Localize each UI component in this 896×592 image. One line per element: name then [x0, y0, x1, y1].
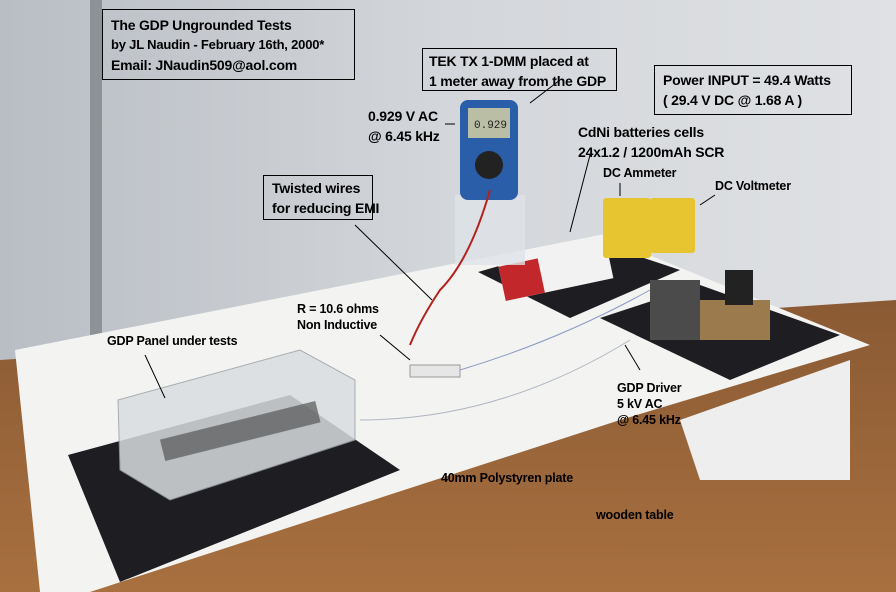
driver-line3: @ 6.45 kHz — [617, 413, 681, 427]
power-line1: Power INPUT = 49.4 Watts — [663, 72, 831, 88]
twisted-line2: for reducing EMI — [272, 200, 380, 216]
email-line: Email: JNaudin509@aol.com — [111, 57, 298, 73]
polystyrene-support — [680, 360, 850, 480]
gdp-panel-box — [117, 349, 356, 501]
pole — [90, 0, 102, 340]
table-label: wooden table — [596, 508, 674, 522]
driver-label: GDP Driver 5 kV AC @ 6.45 kHz — [617, 380, 682, 428]
twisted-wires-box: Twisted wires for reducing EMI — [263, 175, 380, 220]
title-box: The GDP Ungrounded Tests by JL Naudin - … — [102, 9, 355, 80]
frequency-reading: @ 6.45 kHz — [368, 128, 440, 144]
power-line2: ( 29.4 V DC @ 1.68 A ) — [663, 92, 802, 108]
wire — [459, 289, 651, 371]
resistor-line1: R = 10.6 ohms — [297, 302, 379, 316]
dmm-line2: 1 meter away from the GDP — [429, 73, 607, 89]
meters — [603, 198, 695, 258]
wire — [359, 339, 631, 421]
power-box: Power INPUT = 49.4 Watts ( 29.4 V DC @ 1… — [654, 65, 852, 115]
ammeter-label: DC Ammeter — [603, 166, 677, 180]
dmm-line1: TEK TX 1-DMM placed at — [429, 53, 589, 69]
driver-circuit — [650, 270, 770, 340]
twisted-wires — [409, 189, 491, 346]
resistor-line2: Non Inductive — [297, 318, 378, 332]
voltmeter-label: DC Voltmeter — [715, 179, 791, 193]
title-line: The GDP Ungrounded Tests — [111, 17, 292, 33]
author-line: by JL Naudin - February 16th, 2000* — [111, 37, 325, 52]
driver-line2: 5 kV AC — [617, 397, 663, 411]
dmm-reading: 0.929 V AC @ 6.45 kHz — [368, 106, 440, 146]
batteries-line2: 24x1.2 / 1200mAh SCR — [578, 144, 725, 160]
driver-line1: GDP Driver — [617, 381, 682, 395]
batteries-line1: CdNi batteries cells — [578, 124, 704, 140]
polystyren-label: 40mm Polystyren plate — [441, 471, 573, 485]
voltage-reading: 0.929 V AC — [368, 108, 438, 124]
gdp-panel-label: GDP Panel under tests — [107, 334, 238, 348]
resistor-label: R = 10.6 ohms Non Inductive — [297, 301, 379, 333]
dmm-display: 0.929 — [474, 120, 507, 132]
batteries — [496, 234, 614, 301]
resistor — [409, 364, 461, 378]
arrows — [144, 79, 716, 399]
twisted-line1: Twisted wires — [272, 180, 361, 196]
batteries-label: CdNi batteries cells 24x1.2 / 1200mAh SC… — [578, 122, 724, 162]
multimeter: 0.929 — [455, 100, 525, 265]
dmm-box: TEK TX 1-DMM placed at 1 meter away from… — [422, 48, 617, 91]
